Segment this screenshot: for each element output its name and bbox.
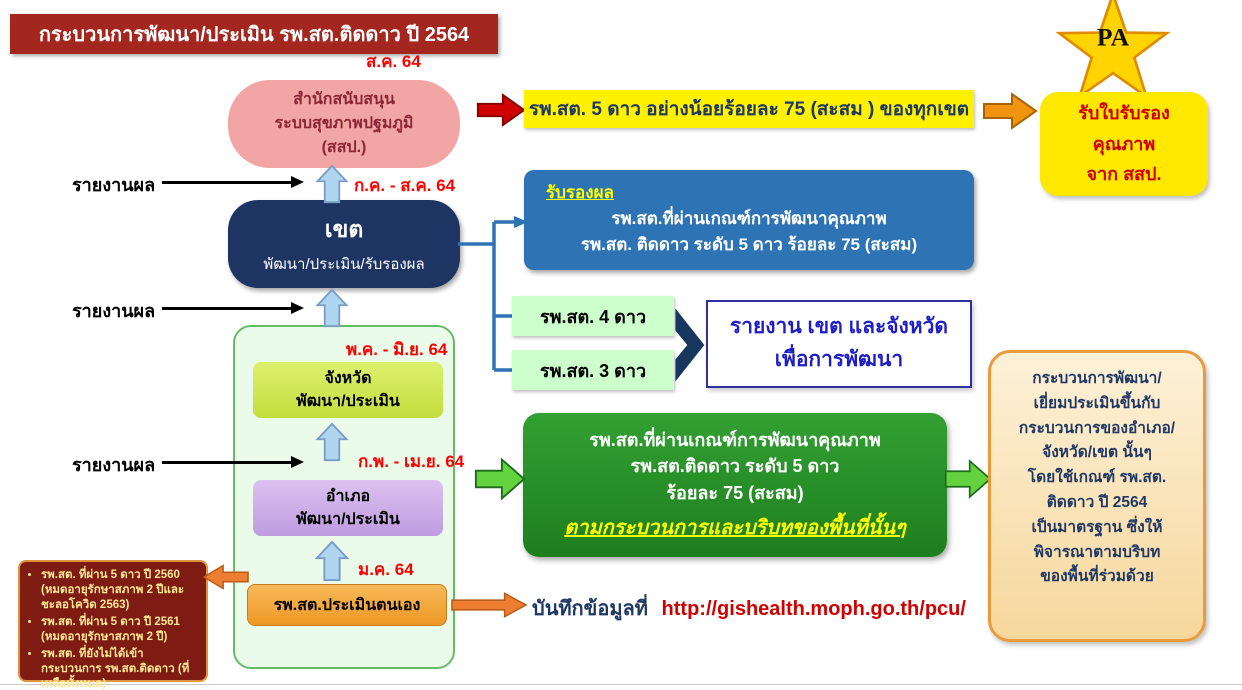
report-box: รายงาน เขต และจังหวัด เพื่อการพัฒนา xyxy=(706,300,972,388)
chevron-right-icon xyxy=(675,308,705,382)
district-box: อำเภอ พัฒนา/ประเมิน xyxy=(253,480,443,536)
target-group-item: รพ.สต. ที่ผ่าน 5 ดาว ปี 2561 (หมดอายุรัก… xyxy=(41,615,202,645)
arrow-right-orange-certificate-icon xyxy=(983,92,1038,130)
arrow-right-red-icon xyxy=(476,93,526,127)
record-data-label: บันทึกข้อมูลที่ xyxy=(532,598,648,620)
target-banner: รพ.สต. 5 ดาว อย่างน้อยร้อยละ 75 (สะสม ) … xyxy=(524,90,974,128)
target-group-item: รพ.สต. ที่ยังไม่ได้เข้า กระบวนการ รพ.สต.… xyxy=(41,647,202,690)
star3-box: รพ.สต. 3 ดาว xyxy=(512,350,674,390)
pa-star-icon: PA xyxy=(1055,0,1171,100)
certify-heading: รับรองผล xyxy=(546,183,614,202)
date-province: พ.ค. - มิ.ย. 64 xyxy=(346,340,448,359)
target-group-item: รพ.สต. ที่ผ่าน 5 ดาว ปี 2560 (หมดอายุรัก… xyxy=(41,568,202,613)
arrow-right-black-3-icon xyxy=(162,456,304,468)
arrow-right-black-2-icon xyxy=(162,302,304,314)
ssp-box: สำนักสนับสนุน ระบบสุขภาพปฐมภูมิ (สสป.) xyxy=(228,80,460,168)
arrow-left-orange-icon xyxy=(202,564,249,590)
certificate-box: รับใบรับรอง คุณภาพ จาก สสป. xyxy=(1040,92,1208,196)
arrow-right-green-out-icon xyxy=(944,459,992,499)
khet-box: เขต พัฒนา/ประเมิน/รับรองผล xyxy=(228,200,460,288)
date-district: ก.พ. - เม.ย. 64 xyxy=(358,452,465,471)
pa-star-label: PA xyxy=(1097,22,1130,51)
target-groups-list: รพ.สต. ที่ผ่าน 5 ดาว ปี 2560 (หมดอายุรัก… xyxy=(28,568,202,690)
date-ssp: ส.ค. 64 xyxy=(366,52,421,71)
passed-criteria-box: รพ.สต.ที่ผ่านเกณฑ์การพัฒนาคุณภาพ รพ.สต.ต… xyxy=(523,413,947,557)
report-label-1: รายงานผล xyxy=(72,175,156,195)
khet-title: เขต xyxy=(324,216,364,242)
arrow-up-province-to-khet-icon xyxy=(315,288,349,328)
arrow-up-district-to-province-icon xyxy=(315,422,349,462)
star4-box: รพ.สต. 4 ดาว xyxy=(512,296,674,336)
arrow-right-green-in-icon xyxy=(474,457,526,501)
date-self-assess: ม.ค. 64 xyxy=(358,560,414,579)
passed-criteria-emphasis: ตามกระบวนการและบริบทของพื้นที่นั้นๆ xyxy=(564,516,906,539)
khet-subtitle: พัฒนา/ประเมิน/รับรองผล xyxy=(263,256,425,273)
record-data-line: บันทึกข้อมูลที่ http://gishealth.moph.go… xyxy=(532,592,966,624)
target-groups-note-box: รพ.สต. ที่ผ่าน 5 ดาว ปี 2560 (หมดอายุรัก… xyxy=(18,560,208,690)
arrow-right-black-1-icon xyxy=(162,176,304,188)
record-data-url: http://gishealth.moph.go.th/pcu/ xyxy=(661,598,966,620)
certify-body: รพ.สต.ที่ผ่านเกณฑ์การพัฒนาคุณภาพ รพ.สต. … xyxy=(580,209,918,254)
province-box: จังหวัด พัฒนา/ประเมิน xyxy=(253,362,443,418)
page-title: กระบวนการพัฒนา/ประเมิน รพ.สต.ติดดาว ปี 2… xyxy=(10,14,498,54)
arrow-up-khet-to-ssp-icon xyxy=(315,164,349,204)
arrow-right-orange-record-icon xyxy=(451,592,528,618)
page-edge-divider xyxy=(0,684,1242,685)
passed-criteria-body: รพ.สต.ที่ผ่านเกณฑ์การพัฒนาคุณภาพ รพ.สต.ต… xyxy=(589,430,881,503)
self-assess-box: รพ.สต.ประเมินตนเอง xyxy=(247,584,447,626)
certify-result-box: รับรองผล รพ.สต.ที่ผ่านเกณฑ์การพัฒนาคุณภา… xyxy=(524,170,974,270)
report-label-2: รายงานผล xyxy=(72,301,156,321)
arrow-up-self-to-district-icon xyxy=(314,540,350,582)
process-note-box: กระบวนการพัฒนา/ เยี่ยมประเมินขึ้นกับ กระ… xyxy=(988,350,1206,642)
report-label-3: รายงานผล xyxy=(72,455,156,475)
date-khet: ก.ค. - ส.ค. 64 xyxy=(354,176,456,195)
